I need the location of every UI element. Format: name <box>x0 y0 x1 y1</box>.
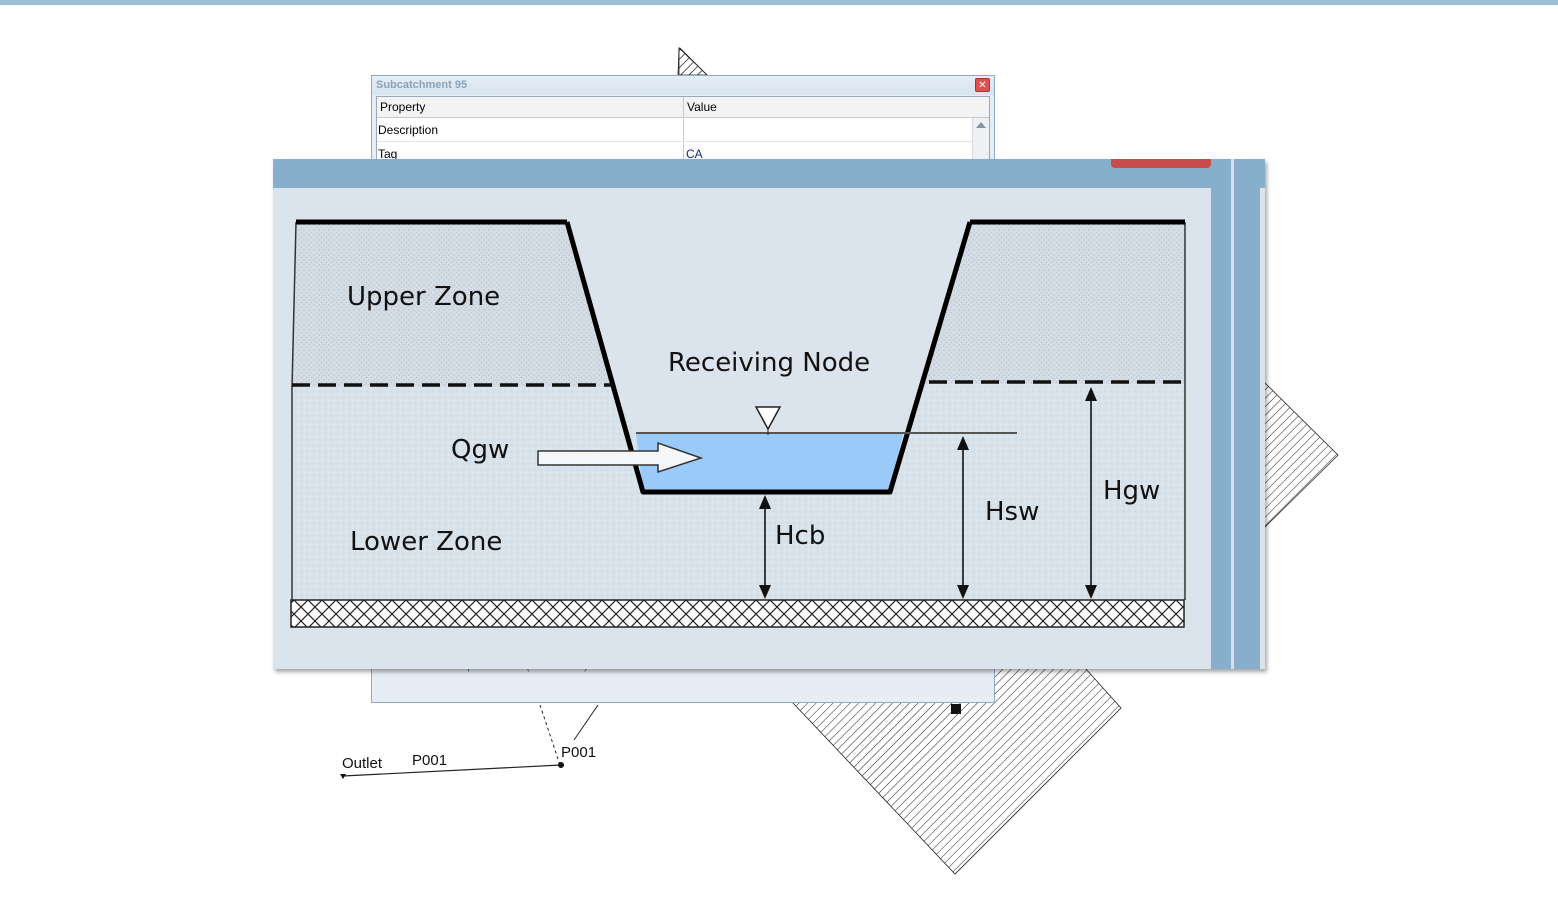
dialog-side-panel <box>1234 159 1260 669</box>
node-label: P001 <box>561 744 597 761</box>
outlet-node-icon[interactable] <box>340 774 346 779</box>
qgw-label: Qgw <box>451 435 509 465</box>
bedrock-layer <box>290 599 1185 628</box>
property-name: Description <box>378 123 439 137</box>
hgw-label: Hgw <box>1103 476 1160 506</box>
column-header-property[interactable]: Property <box>380 100 426 114</box>
column-divider <box>683 142 684 165</box>
subcatchment-polygon-right[interactable] <box>1263 381 1339 529</box>
lower-zone-label: Lower Zone <box>350 527 502 557</box>
outlet-label: Outlet <box>342 755 383 772</box>
groundwater-flow-dialog[interactable]: Upper Zone Lower Zone Receiving Node Qgw… <box>273 159 1265 669</box>
close-button[interactable] <box>1111 159 1211 168</box>
column-divider <box>683 118 684 141</box>
groundwater-diagram: Upper Zone Lower Zone Receiving Node Qgw… <box>290 219 1186 628</box>
conduit-label: P001 <box>412 752 448 769</box>
upper-zone-right <box>921 222 1185 384</box>
column-divider[interactable] <box>683 97 684 117</box>
scroll-up-arrow-icon[interactable] <box>976 122 986 128</box>
upper-zone-left <box>292 222 613 386</box>
column-header-value[interactable]: Value <box>687 100 717 114</box>
groundwater-dialog-titlebar[interactable] <box>273 159 1265 188</box>
conduit-p001[interactable] <box>342 764 562 777</box>
junction-node[interactable] <box>558 762 564 768</box>
upper-zone-label: Upper Zone <box>347 282 500 312</box>
close-button[interactable]: ✕ <box>975 78 990 92</box>
property-grid-header: Property Value <box>377 97 989 118</box>
property-name: Tag <box>378 147 398 161</box>
channel-water <box>636 434 903 492</box>
window-top-border <box>0 0 1558 5</box>
subcatchment-outline-top <box>677 47 708 76</box>
hcb-label: Hcb <box>775 521 825 551</box>
receiving-node-label: Receiving Node <box>668 348 870 378</box>
dialog-side-separator <box>1231 159 1234 669</box>
channel-outline <box>564 221 973 495</box>
vertex-handle[interactable] <box>951 704 961 714</box>
dialog-side-panel <box>1211 159 1231 669</box>
property-editor-titlebar[interactable]: Subcatchment 95 ✕ <box>372 76 994 95</box>
water-level-marker-icon <box>754 406 782 431</box>
property-row-description[interactable]: Description <box>377 118 973 142</box>
property-editor-title: Subcatchment 95 <box>376 79 468 91</box>
conduit-segment[interactable] <box>573 704 599 741</box>
hsw-label: Hsw <box>985 497 1039 527</box>
property-value[interactable]: CA <box>686 147 703 161</box>
subcatchment-outlet-connector <box>539 704 561 766</box>
channel-air <box>567 222 970 434</box>
qgw-flow-arrow-icon <box>537 441 704 474</box>
